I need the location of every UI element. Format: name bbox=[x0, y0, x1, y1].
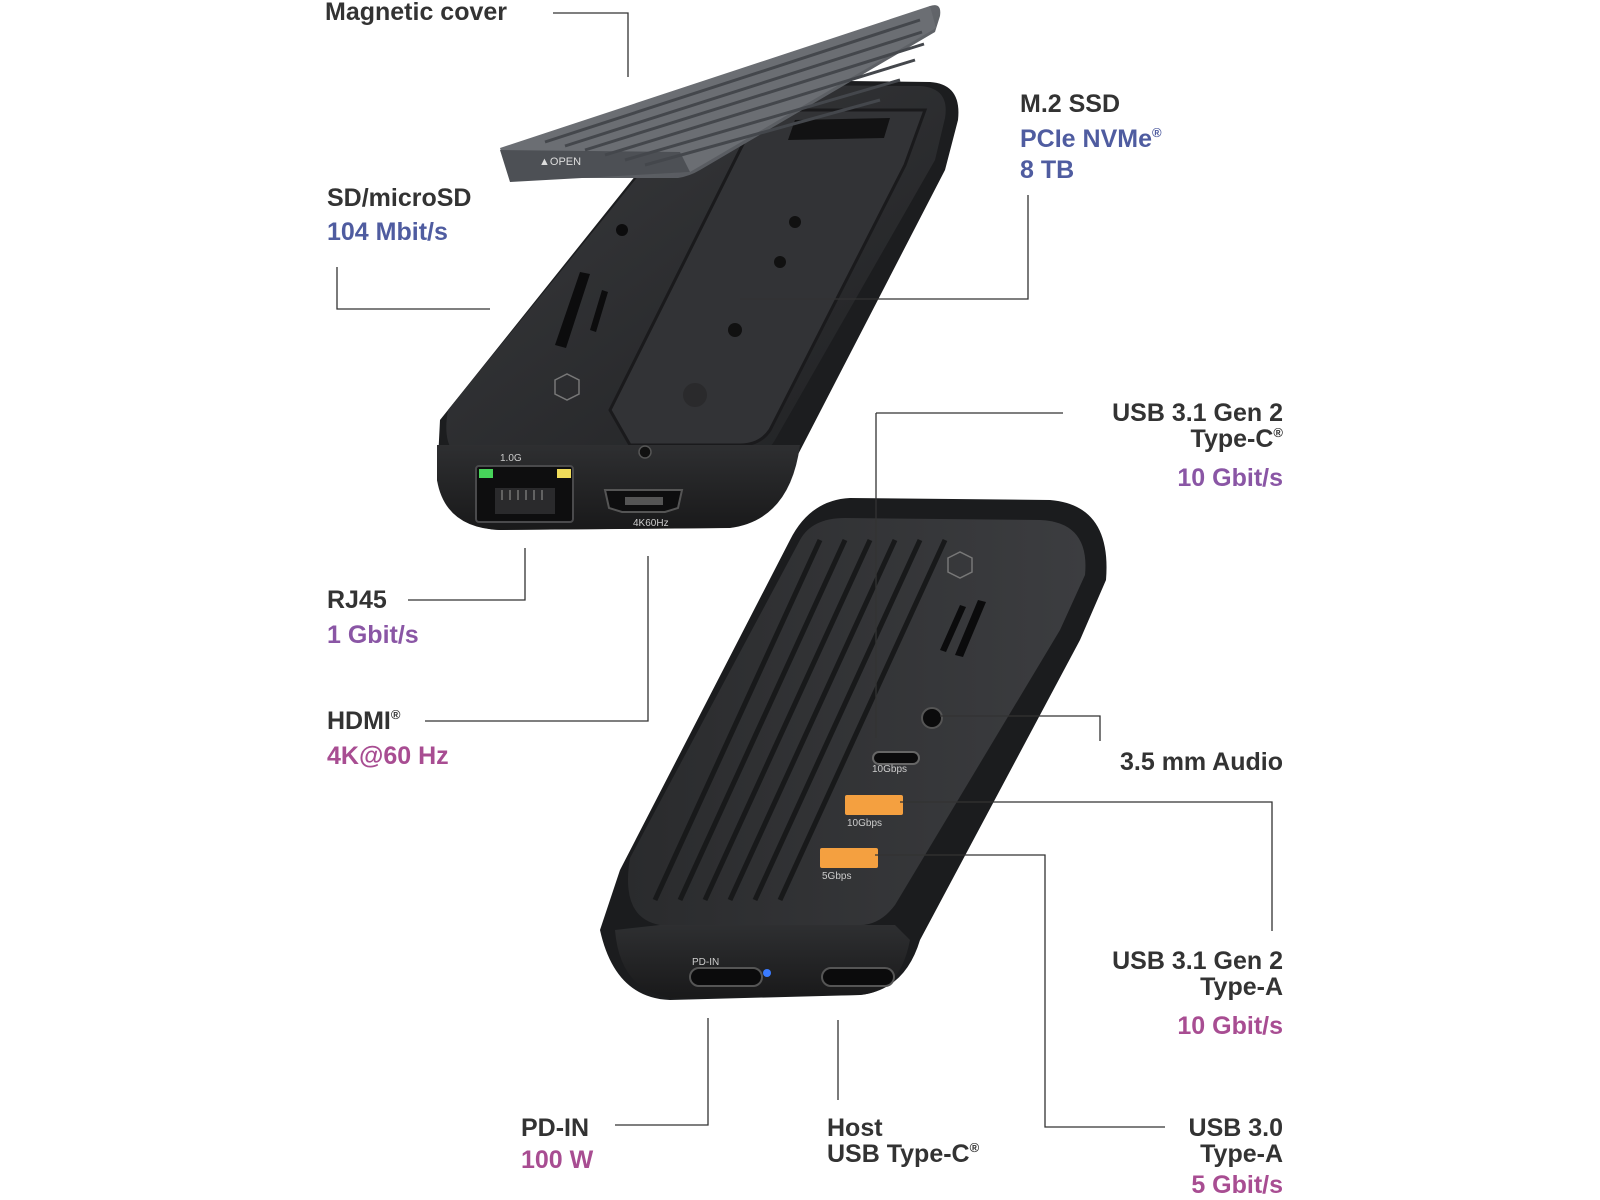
usba-gen2-label-line2: Type-A bbox=[1200, 973, 1283, 1001]
usba-gen2-speed: 10 Gbit/s bbox=[1177, 1012, 1283, 1040]
sd-label: SD/microSD bbox=[327, 184, 472, 212]
hdmi-label: HDMI® bbox=[327, 706, 400, 736]
lower-device bbox=[600, 498, 1107, 1000]
usb30-speed: 5 Gbit/s bbox=[1191, 1171, 1283, 1199]
m2-interface-text: PCIe NVMe bbox=[1020, 125, 1152, 153]
usba-gen2-label-line1: USB 3.1 Gen 2 bbox=[1112, 947, 1283, 975]
magnetic-cover-label: Magnetic cover bbox=[325, 0, 508, 26]
host-label-line1: Host bbox=[827, 1114, 883, 1142]
registered-mark: ® bbox=[969, 1140, 980, 1155]
hdmi-resolution: 4K@60 Hz bbox=[327, 742, 449, 770]
hdmi-label-text: HDMI bbox=[327, 707, 391, 735]
pd-in-power: 100 W bbox=[521, 1146, 594, 1174]
rj45-speed: 1 Gbit/s bbox=[327, 621, 419, 649]
sd-speed: 104 Mbit/s bbox=[327, 218, 448, 246]
usb30-label-line2: Type-A bbox=[1200, 1140, 1283, 1168]
open-marking: ▲OPEN bbox=[539, 156, 581, 168]
usb30-label-line1: USB 3.0 bbox=[1188, 1114, 1283, 1142]
usbc-label-line2: Type-C® bbox=[1191, 424, 1283, 454]
usbc-speed: 10 Gbit/s bbox=[1177, 464, 1283, 492]
registered-mark: ® bbox=[1151, 125, 1162, 140]
registered-mark: ® bbox=[390, 707, 401, 722]
registered-mark: ® bbox=[1273, 425, 1283, 440]
host-label-text: USB Type-C bbox=[827, 1140, 970, 1168]
m2-capacity: 8 TB bbox=[1020, 156, 1075, 184]
hdmi-marking: 4K60Hz bbox=[633, 518, 669, 529]
usba10-marking: 10Gbps bbox=[847, 818, 882, 829]
usbc-marking: 10Gbps bbox=[872, 764, 907, 775]
lan-marking: 1.0G bbox=[500, 453, 522, 464]
usbc-label-line1: USB 3.1 Gen 2 bbox=[1112, 399, 1283, 427]
usbc-label-text: Type-C bbox=[1190, 425, 1274, 453]
upper-device bbox=[437, 79, 959, 530]
m2-interface: PCIe NVMe® bbox=[1020, 124, 1162, 154]
rj45-label: RJ45 bbox=[327, 586, 387, 614]
m2-ssd-label: M.2 SSD bbox=[1020, 90, 1121, 118]
magnetic-cover bbox=[500, 5, 941, 182]
pd-in-label: PD-IN bbox=[521, 1114, 590, 1142]
leader-lines bbox=[336, 12, 1273, 1128]
pd-marking: PD-IN bbox=[692, 957, 719, 968]
host-label-line2: USB Type-C® bbox=[827, 1139, 979, 1169]
usba5-marking: 5Gbps bbox=[822, 871, 851, 882]
audio-label: 3.5 mm Audio bbox=[1120, 748, 1283, 776]
